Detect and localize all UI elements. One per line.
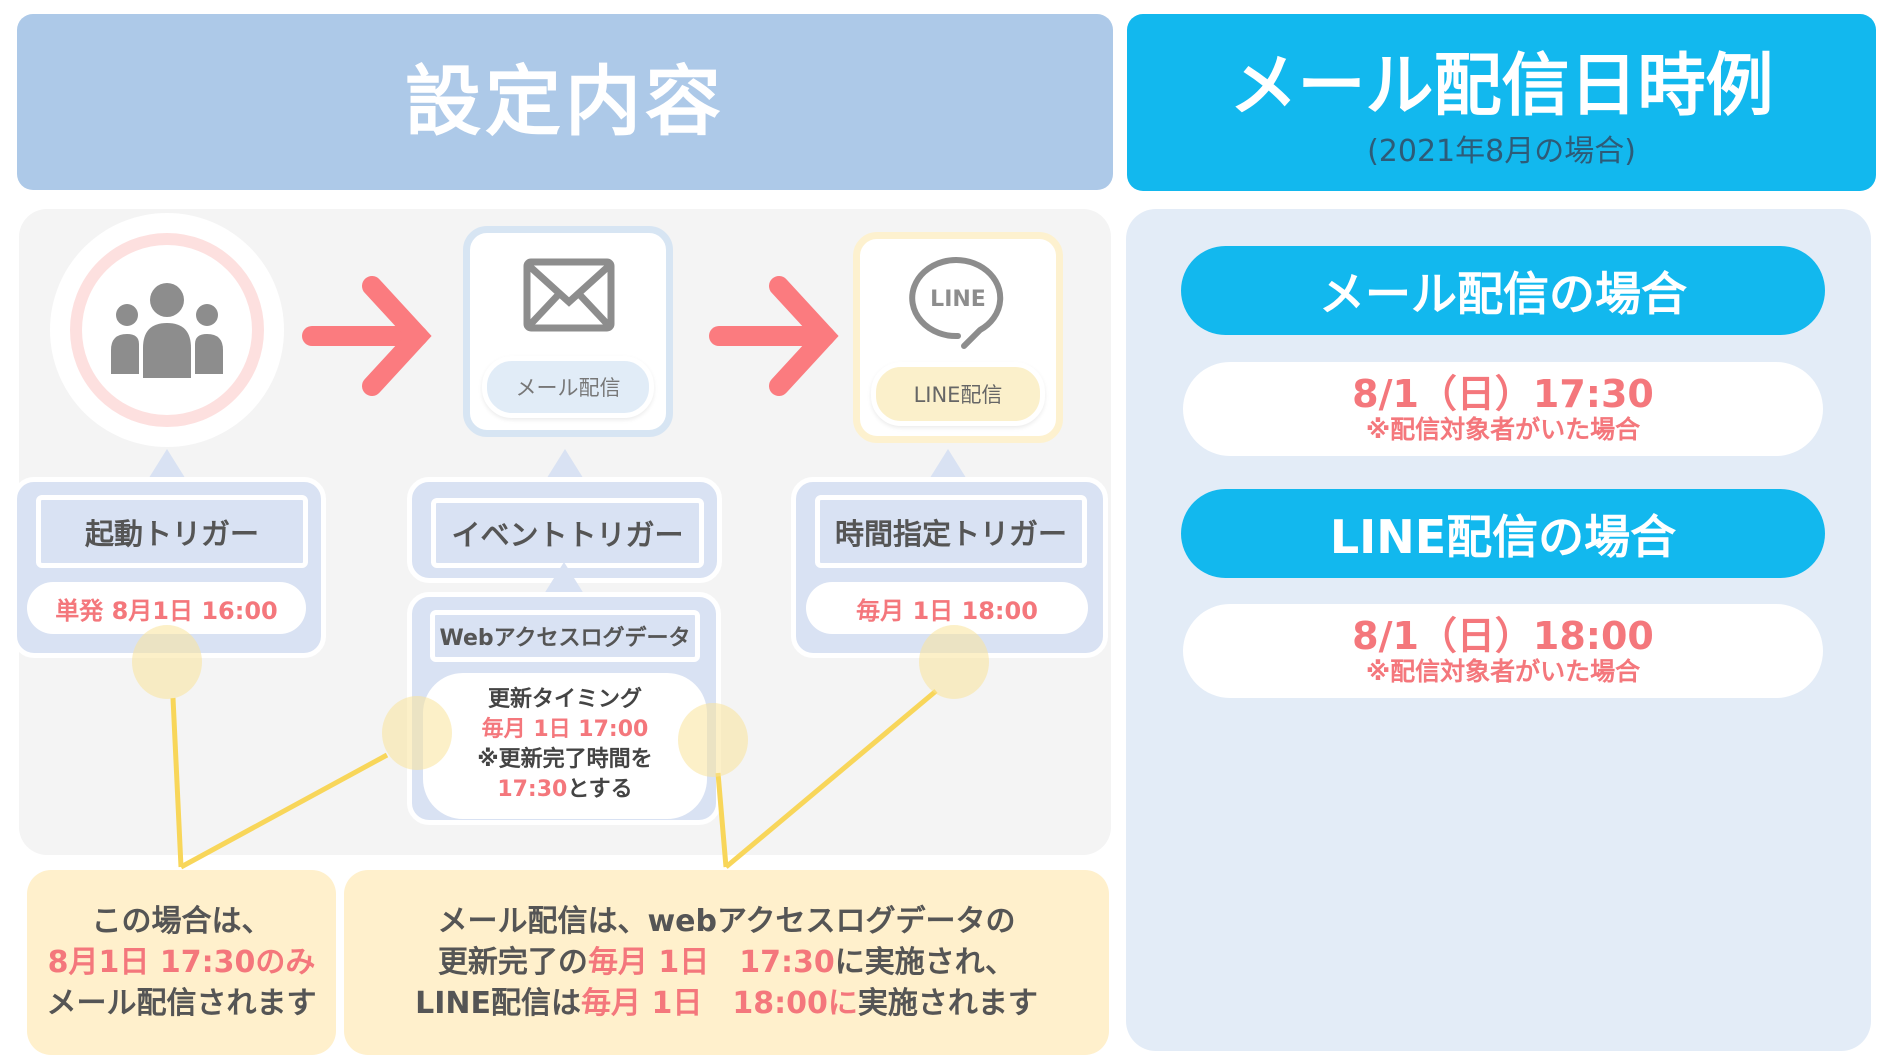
note-text: LINE配信は bbox=[415, 986, 582, 1021]
note-event-trigger: メール配信は、webアクセスログデータの 更新完了の毎月 1日 17:30に実施… bbox=[344, 870, 1109, 1055]
line-example-card: 8/1（日）18:00 ※配信対象者がいた場合 bbox=[1183, 604, 1823, 698]
update-complete-note: ※更新完了時間を bbox=[477, 747, 653, 772]
arrow-right-icon bbox=[302, 276, 432, 396]
time-trigger-value: 毎月 1日 18:00 bbox=[806, 582, 1088, 634]
note-start-trigger: この場合は、 8月1日 17:30のみ メール配信されます bbox=[27, 870, 336, 1055]
note-line: メール配信されます bbox=[46, 986, 317, 1021]
callout-pointer bbox=[928, 449, 968, 481]
callout-pointer bbox=[545, 449, 585, 481]
time-trigger-title: 時間指定トリガー bbox=[815, 495, 1087, 568]
note-text: 実施されます bbox=[857, 986, 1038, 1021]
callout-pointer bbox=[544, 562, 584, 594]
note-text: に実施され、 bbox=[834, 945, 1016, 980]
example-header: メール配信日時例 (2021年8月の場合) bbox=[1127, 14, 1876, 191]
note-line: 8月1日 17:30のみ bbox=[47, 945, 316, 980]
connector-lines bbox=[132, 625, 989, 870]
line-example-heading: LINE配信の場合 bbox=[1181, 489, 1825, 578]
note-line: この場合は、 bbox=[91, 904, 272, 939]
update-complete-time: 17:30 bbox=[497, 777, 568, 802]
web-log-details: 更新タイミング 毎月 1日 17:00 ※更新完了時間を 17:30とする bbox=[423, 673, 707, 819]
update-timing-value: 毎月 1日 17:00 bbox=[481, 717, 649, 742]
mail-example-heading: メール配信の場合 bbox=[1181, 246, 1825, 335]
mail-example-card: 8/1（日）17:30 ※配信対象者がいた場合 bbox=[1183, 362, 1823, 456]
line-example-datetime: 8/1（日）18:00 bbox=[1352, 614, 1654, 658]
settings-header: 設定内容 bbox=[17, 14, 1113, 190]
users-icon bbox=[111, 283, 223, 378]
settings-title: 設定内容 bbox=[405, 57, 725, 146]
mail-delivery-label: メール配信 bbox=[482, 356, 654, 418]
line-logo-icon: LINE bbox=[909, 257, 1004, 349]
example-subtitle: (2021年8月の場合) bbox=[1367, 134, 1636, 169]
line-delivery-label: LINE配信 bbox=[871, 362, 1045, 426]
callout-pointer bbox=[147, 449, 187, 481]
start-trigger-title: 起動トリガー bbox=[36, 495, 308, 568]
line-example-condition: ※配信対象者がいた場合 bbox=[1365, 657, 1641, 686]
web-log-title: Webアクセスログデータ bbox=[430, 610, 700, 662]
example-title: メール配信日時例 bbox=[1229, 47, 1774, 126]
mail-example-datetime: 8/1（日）17:30 bbox=[1352, 372, 1654, 416]
note-highlight: 毎月 1日 18:00に bbox=[581, 986, 858, 1021]
note-text: 更新完了の bbox=[437, 945, 588, 980]
mail-example-condition: ※配信対象者がいた場合 bbox=[1365, 415, 1641, 444]
note-line: メール配信は、webアクセスログデータの bbox=[437, 904, 1016, 939]
update-timing-label: 更新タイミング bbox=[487, 687, 642, 712]
update-complete-suffix: とする bbox=[567, 777, 633, 802]
envelope-icon bbox=[523, 258, 615, 332]
arrow-right-icon bbox=[709, 276, 839, 396]
note-highlight: 毎月 1日 17:30 bbox=[587, 945, 835, 980]
svg-text:LINE: LINE bbox=[930, 287, 986, 312]
